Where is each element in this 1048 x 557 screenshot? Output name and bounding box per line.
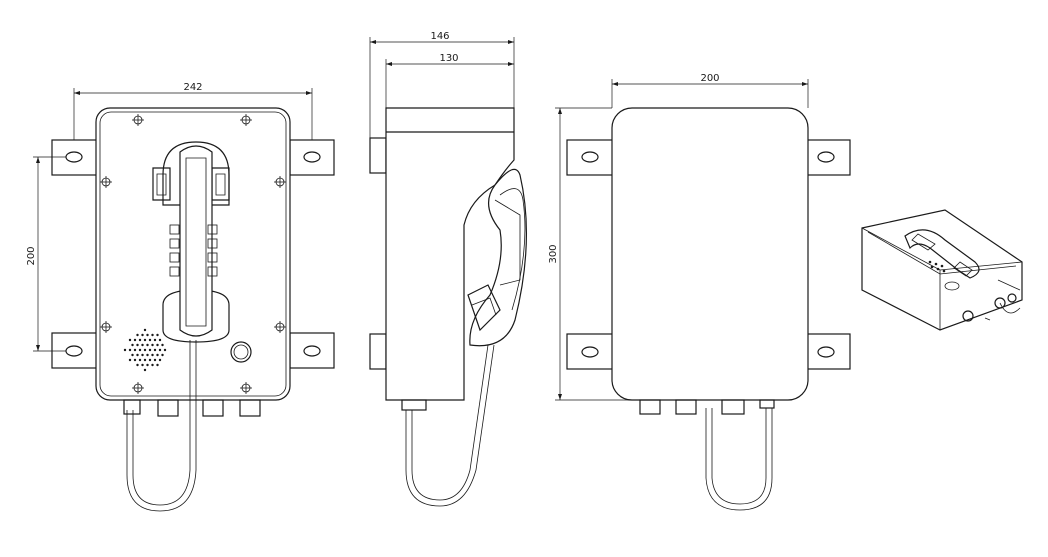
iso-cable-gland-icon xyxy=(962,293,1021,322)
speaker-hole xyxy=(143,368,147,372)
speaker-hole xyxy=(146,353,149,357)
speaker-hole xyxy=(163,348,167,352)
side-cable-gland xyxy=(401,399,427,411)
side-handset xyxy=(469,168,527,347)
handset-cord xyxy=(132,340,191,506)
speaker-hole xyxy=(151,353,154,357)
speaker-hole xyxy=(141,343,144,347)
side-body-label: 130 xyxy=(439,53,458,64)
speaker-hole xyxy=(136,333,139,337)
speaker-hole xyxy=(156,353,159,357)
speaker-hole xyxy=(153,358,157,362)
front-height-dimension: 200 xyxy=(26,156,66,352)
side-bracket-top xyxy=(369,137,387,174)
speaker-hole xyxy=(138,358,142,362)
speaker-hole xyxy=(158,338,162,342)
speaker-hole xyxy=(161,353,164,357)
iso-speaker xyxy=(944,281,960,291)
handset xyxy=(179,145,213,337)
back-width-dimension: 200 xyxy=(611,73,809,108)
side-body-dimension: 130 xyxy=(385,53,514,108)
speaker-hole xyxy=(141,363,144,367)
speaker-hole xyxy=(156,363,159,367)
side-overall-label: 146 xyxy=(430,31,449,42)
mounting-tab-bottom-right xyxy=(289,332,335,369)
speaker-hole xyxy=(128,348,132,352)
side-bracket-bottom xyxy=(369,333,387,370)
speaker-hole xyxy=(143,348,147,352)
speaker-hole xyxy=(151,363,154,367)
iso-keypad xyxy=(928,260,946,273)
speaker-hole xyxy=(141,333,144,337)
speaker-hole xyxy=(136,343,139,347)
back-height-label: 300 xyxy=(548,244,559,263)
speaker-hole xyxy=(136,363,139,367)
speaker-hole xyxy=(143,338,147,342)
speaker-hole xyxy=(128,338,132,342)
mounting-tab-top-left xyxy=(51,139,98,176)
speaker-hole xyxy=(156,333,159,337)
speaker-hole xyxy=(153,348,157,352)
front-width-label: 242 xyxy=(183,82,202,93)
iso-view xyxy=(861,209,1023,331)
speaker-hole xyxy=(151,333,154,337)
speaker-hole xyxy=(123,348,127,352)
side-overall-dimension: 146 xyxy=(369,31,515,138)
mounting-tab-top-right xyxy=(289,139,335,176)
side-view: 146 130 xyxy=(369,31,527,507)
speaker-hole xyxy=(151,343,154,347)
back-enclosure xyxy=(611,107,809,401)
back-width-label: 200 xyxy=(700,73,719,84)
speaker-hole xyxy=(133,348,137,352)
speaker-grille-icon xyxy=(123,328,167,372)
speaker-hole xyxy=(138,348,142,352)
back-height-dimension: 300 xyxy=(548,107,640,401)
speaker-hole xyxy=(148,348,152,352)
speaker-hole xyxy=(156,343,159,347)
speaker-hole xyxy=(146,343,149,347)
keypad xyxy=(169,224,218,277)
front-width-dimension: 242 xyxy=(73,82,313,140)
side-enclosure xyxy=(385,107,515,401)
front-view: 242 200 xyxy=(26,82,335,512)
speaker-hole xyxy=(148,358,152,362)
front-enclosure-inner xyxy=(99,111,287,397)
front-height-label: 200 xyxy=(26,246,37,265)
speaker-hole xyxy=(128,358,132,362)
back-view: 200 300 xyxy=(548,73,851,511)
speaker-hole xyxy=(136,353,139,357)
speaker-hole xyxy=(153,338,157,342)
speaker-hole xyxy=(131,353,134,357)
back-cord xyxy=(711,408,767,505)
speaker-hole xyxy=(138,338,142,342)
side-cord xyxy=(411,344,489,501)
speaker-hole xyxy=(141,353,144,357)
speaker-hole xyxy=(133,358,137,362)
call-button xyxy=(230,341,252,363)
mounting-tab-bottom-left xyxy=(51,332,98,369)
speaker-hole xyxy=(146,363,149,367)
speaker-hole xyxy=(146,333,149,337)
speaker-hole xyxy=(161,343,164,347)
speaker-hole xyxy=(158,358,162,362)
speaker-hole xyxy=(131,343,134,347)
speaker-hole xyxy=(148,338,152,342)
screw-icon xyxy=(100,114,286,394)
speaker-hole xyxy=(143,328,147,332)
speaker-hole xyxy=(143,358,147,362)
speaker-hole xyxy=(158,348,162,352)
cable-gland-icon xyxy=(123,399,261,417)
back-cable-gland-icon xyxy=(639,399,775,415)
speaker-hole xyxy=(133,338,137,342)
